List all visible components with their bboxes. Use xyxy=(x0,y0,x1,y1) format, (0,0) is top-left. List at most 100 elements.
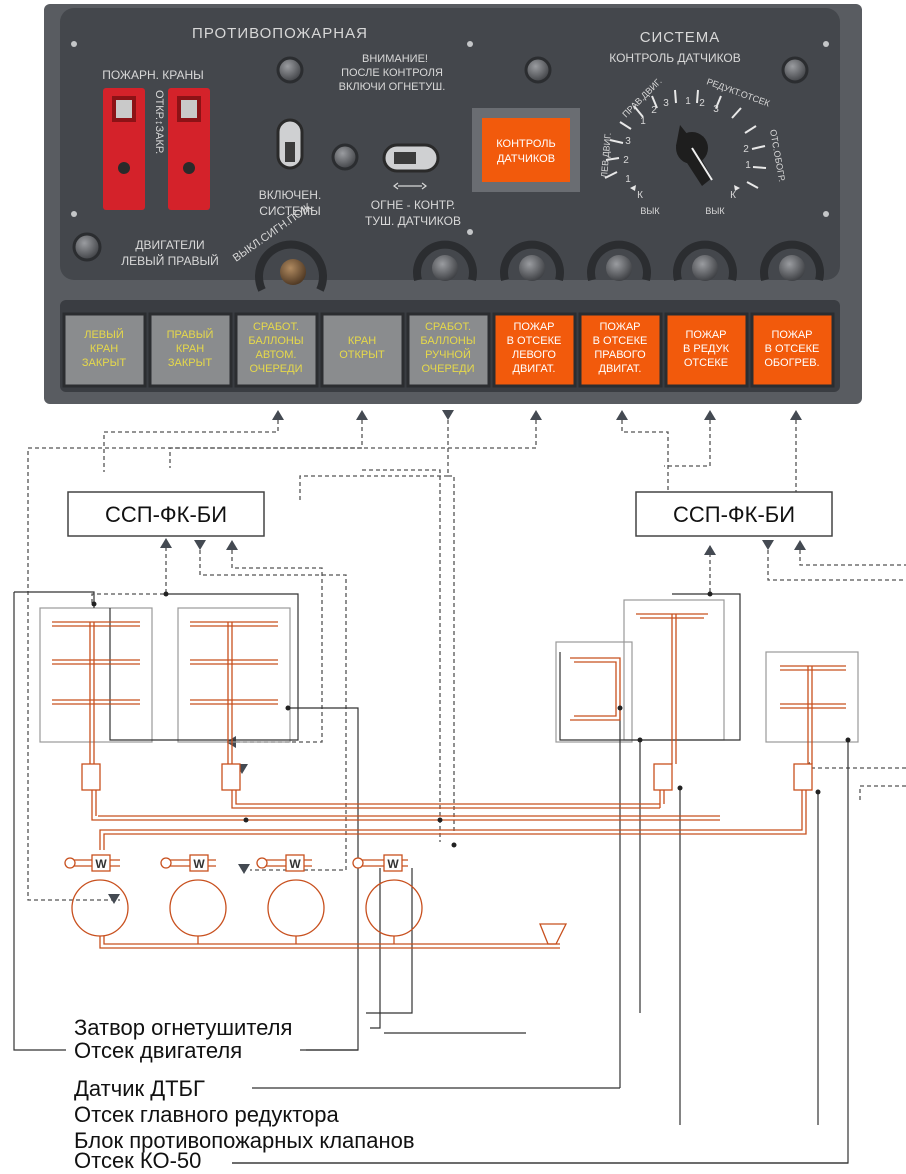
extinguisher-valves: W W W W xyxy=(64,854,403,872)
svg-text:W: W xyxy=(193,857,205,871)
svg-text:ОЧЕРЕДИ: ОЧЕРЕДИ xyxy=(249,363,302,375)
ssp-left-block: ССП-ФК-БИ xyxy=(67,491,265,537)
svg-text:ПОЖАР: ПОЖАР xyxy=(685,329,726,341)
svg-text:БАЛЛОНЫ: БАЛЛОНЫ xyxy=(248,335,303,347)
svg-text:ОТКРЫТ: ОТКРЫТ xyxy=(339,349,385,361)
crane-switch-label: ОТКР.↕ЗАКР. xyxy=(153,90,165,154)
lamp-fire-gearbox: ПОЖАР В РЕДУК ОТСЕКЕ xyxy=(664,312,749,388)
dial-num-r1: 1 xyxy=(640,116,646,127)
svg-text:W: W xyxy=(289,857,301,871)
crane-label: ПОЖАРН. КРАНЫ xyxy=(102,68,204,82)
test-knob-5[interactable] xyxy=(760,240,824,282)
legend: Отсек двигателя Затвор огнетушителя Датч… xyxy=(74,1015,848,1173)
svg-text:СРАБОТ.: СРАБОТ. xyxy=(253,321,299,333)
sensor-selector-dial[interactable] xyxy=(604,89,767,191)
dial-num-r2: 2 xyxy=(651,105,657,116)
dial-num-l1: 1 xyxy=(625,174,631,185)
knob-mid[interactable] xyxy=(331,143,359,171)
svg-text:КРАН: КРАН xyxy=(348,335,376,347)
knob-top-left[interactable] xyxy=(276,56,304,84)
warning-line1: ВНИМАНИЕ! xyxy=(362,53,428,65)
svg-text:ЛЕВЫЙ: ЛЕВЫЙ xyxy=(84,328,124,341)
svg-text:РУЧНОЙ: РУЧНОЙ xyxy=(425,348,471,361)
knob-top-mid[interactable] xyxy=(524,56,552,84)
panel-subtitle-right: КОНТРОЛЬ ДАТЧИКОВ xyxy=(609,51,741,65)
svg-text:В ОТСЕКЕ: В ОТСЕКЕ xyxy=(765,343,820,355)
dial-num-g2: 2 xyxy=(699,98,705,109)
dial-k-left: К xyxy=(637,190,643,201)
lamp-left-crane-closed: ЛЕВЫЙ КРАН ЗАКРЫТ xyxy=(62,312,147,388)
test-knob-3[interactable] xyxy=(587,240,651,282)
ext-ctrl-line1: ОГНЕ - КОНТР. xyxy=(371,198,455,212)
dial-num-h1: 1 xyxy=(745,160,751,171)
legend-dtbg-sensor: Датчик ДТБГ xyxy=(74,1076,205,1101)
panel-title-right: СИСТЕМА xyxy=(640,29,721,46)
svg-text:ПРАВОГО: ПРАВОГО xyxy=(594,349,646,361)
dial-num-r3: 3 xyxy=(663,98,669,109)
legend-extinguisher-valve: Затвор огнетушителя xyxy=(74,1015,292,1040)
system-on-toggle[interactable] xyxy=(276,118,304,170)
svg-text:В ОТСЕКЕ: В ОТСЕКЕ xyxy=(593,335,648,347)
sensor-check-button[interactable] xyxy=(472,108,580,192)
ssp-right-label: ССП-ФК-БИ xyxy=(673,502,795,527)
sys-on-line1: ВКЛЮЧЕН. xyxy=(259,188,322,202)
svg-text:W: W xyxy=(95,857,107,871)
knob-top-right[interactable] xyxy=(781,56,809,84)
svg-text:ОТСЕКЕ: ОТСЕКЕ xyxy=(684,357,728,369)
test-knob-2[interactable] xyxy=(500,240,564,282)
lamp-auto-bottles-fired: СРАБОТ. БАЛЛОНЫ АВТОМ. ОЧЕРЕДИ xyxy=(234,312,319,388)
lamp-crane-open: КРАН ОТКРЫТ xyxy=(320,312,405,388)
extinguisher-valve-3: W xyxy=(256,854,305,872)
warning-line3: ВКЛЮЧИ ОГНЕТУШ. xyxy=(339,81,446,93)
ssp-right-block: ССП-ФК-БИ xyxy=(635,491,833,537)
engines-line1: ДВИГАТЕЛИ xyxy=(135,238,204,252)
svg-text:ЛЕВОГО: ЛЕВОГО xyxy=(512,349,556,361)
svg-text:ОБОГРЕВ.: ОБОГРЕВ. xyxy=(764,357,819,369)
extinguisher-valve-1: W xyxy=(64,854,111,872)
extinguisher-valve-2: W xyxy=(160,854,209,872)
test-knob-1[interactable] xyxy=(413,240,477,282)
lamp-fire-heater: ПОЖАР В ОТСЕКЕ ОБОГРЕВ. xyxy=(750,312,835,388)
svg-text:БАЛЛОНЫ: БАЛЛОНЫ xyxy=(420,335,475,347)
svg-text:В РЕДУК: В РЕДУК xyxy=(683,343,730,355)
test-knob-4[interactable] xyxy=(673,240,737,282)
right-crane-switch[interactable] xyxy=(168,88,210,210)
svg-text:ПРАВЫЙ: ПРАВЫЙ xyxy=(167,328,214,341)
lamp-manual-bottles-fired: СРАБОТ. БАЛЛОНЫ РУЧНОЙ ОЧЕРЕДИ xyxy=(406,312,491,388)
wire-junctions xyxy=(91,591,851,848)
dial-off-left: ВЫК xyxy=(640,206,660,216)
legend-valve-block: Блок противопожарных клапанов xyxy=(74,1128,415,1153)
svg-text:ПОЖАР: ПОЖАР xyxy=(771,329,812,341)
warning-line2: ПОСЛЕ КОНТРОЛЯ xyxy=(341,67,443,79)
svg-text:В ОТСЕКЕ: В ОТСЕКЕ xyxy=(507,335,562,347)
dial-off-right: ВЫК xyxy=(705,206,725,216)
extinguisher-sensor-toggle[interactable] xyxy=(382,143,440,190)
dial-num-g3: 3 xyxy=(713,104,719,115)
dial-num-l3: 3 xyxy=(625,136,631,147)
extinguisher-valve-4: W xyxy=(352,854,403,872)
svg-text:ПОЖАР: ПОЖАР xyxy=(513,321,554,333)
lamp-right-crane-closed: ПРАВЫЙ КРАН ЗАКРЫТ xyxy=(148,312,233,388)
dial-num-g1: 1 xyxy=(685,96,691,107)
dial-k-right: К xyxy=(730,190,736,201)
fire-signal-off-button[interactable] xyxy=(255,240,327,292)
left-crane-switch[interactable] xyxy=(103,88,145,210)
svg-text:ПОЖАР: ПОЖАР xyxy=(599,321,640,333)
lamp-fire-right-engine: ПОЖАР В ОТСЕКЕ ПРАВОГО ДВИГАТ. xyxy=(578,312,663,388)
dial-num-l2: 2 xyxy=(623,155,629,166)
extinguishing-pipes xyxy=(52,613,846,949)
sensor-check-line2: ДАТЧИКОВ xyxy=(497,153,555,165)
sensor-check-line1: КОНТРОЛЬ xyxy=(496,138,555,150)
svg-text:ОЧЕРЕДИ: ОЧЕРЕДИ xyxy=(421,363,474,375)
ext-ctrl-line2: ТУШ. ДАТЧИКОВ xyxy=(365,214,461,228)
panel-title-left: ПРОТИВОПОЖАРНАЯ xyxy=(192,25,368,42)
test-knobs xyxy=(413,240,824,282)
svg-text:КРАН: КРАН xyxy=(176,343,204,355)
indicator-row: ЛЕВЫЙ КРАН ЗАКРЫТ ПРАВЫЙ КРАН ЗАКРЫТ СРА… xyxy=(62,312,835,388)
dial-group-left-engine: ЛЕВ.ДВИГ. xyxy=(599,132,613,178)
knob-bottom-left[interactable] xyxy=(72,232,102,262)
dial-num-h2: 2 xyxy=(743,144,749,155)
svg-text:W: W xyxy=(387,857,399,871)
svg-text:ЗАКРЫТ: ЗАКРЫТ xyxy=(82,357,126,369)
